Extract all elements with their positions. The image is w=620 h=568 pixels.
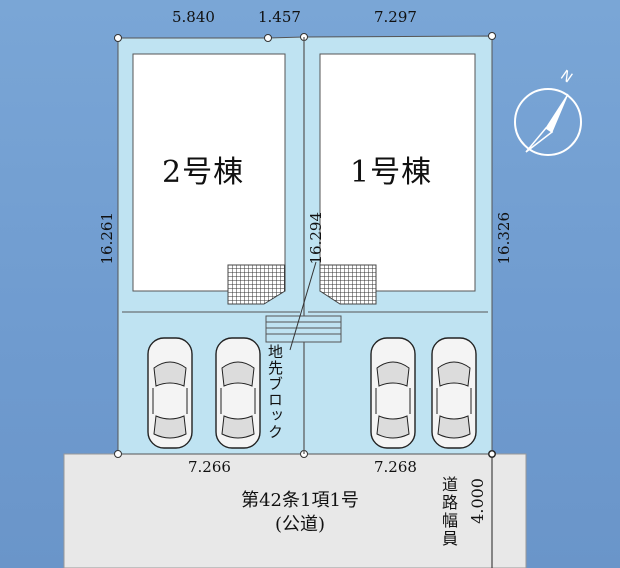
car-2 [215,337,261,449]
porch-2 [227,264,286,305]
road-line-2: (公道) [274,514,326,536]
car-3 [370,337,416,449]
car-4 [431,337,477,449]
compass-icon [514,88,582,156]
road-classification: 第42条1項1号 (公道) [215,489,385,538]
dim-right-side: 16.326 [495,212,513,265]
lot-1-label: 1号棟 [350,155,433,190]
dim-left-side: 16.261 [98,212,116,265]
house-1 [319,53,476,292]
road-line-1: 第42条1項1号 [241,490,359,511]
wall-label: 地先ブロック [266,344,284,440]
road-width-dimension [488,450,496,568]
dim-top-left: 5.840 [172,8,215,26]
road-width-label: 道路幅員 [439,476,458,548]
public-road [63,453,527,568]
parking-cars [147,337,477,449]
entrance-steps [265,315,342,343]
dim-bottom-right: 7.268 [374,458,417,476]
house-2 [132,53,286,292]
dim-bottom-left: 7.266 [188,458,231,476]
dim-middle: 16.294 [307,212,325,265]
dim-top-mid: 1.457 [258,8,301,26]
car-1 [147,337,193,449]
wall-leader-line [289,261,317,351]
dim-top-right: 7.297 [374,8,417,26]
porch-1 [319,264,377,305]
road-width-value: 4.000 [468,478,487,524]
lot-2-label: 2号棟 [162,155,245,190]
